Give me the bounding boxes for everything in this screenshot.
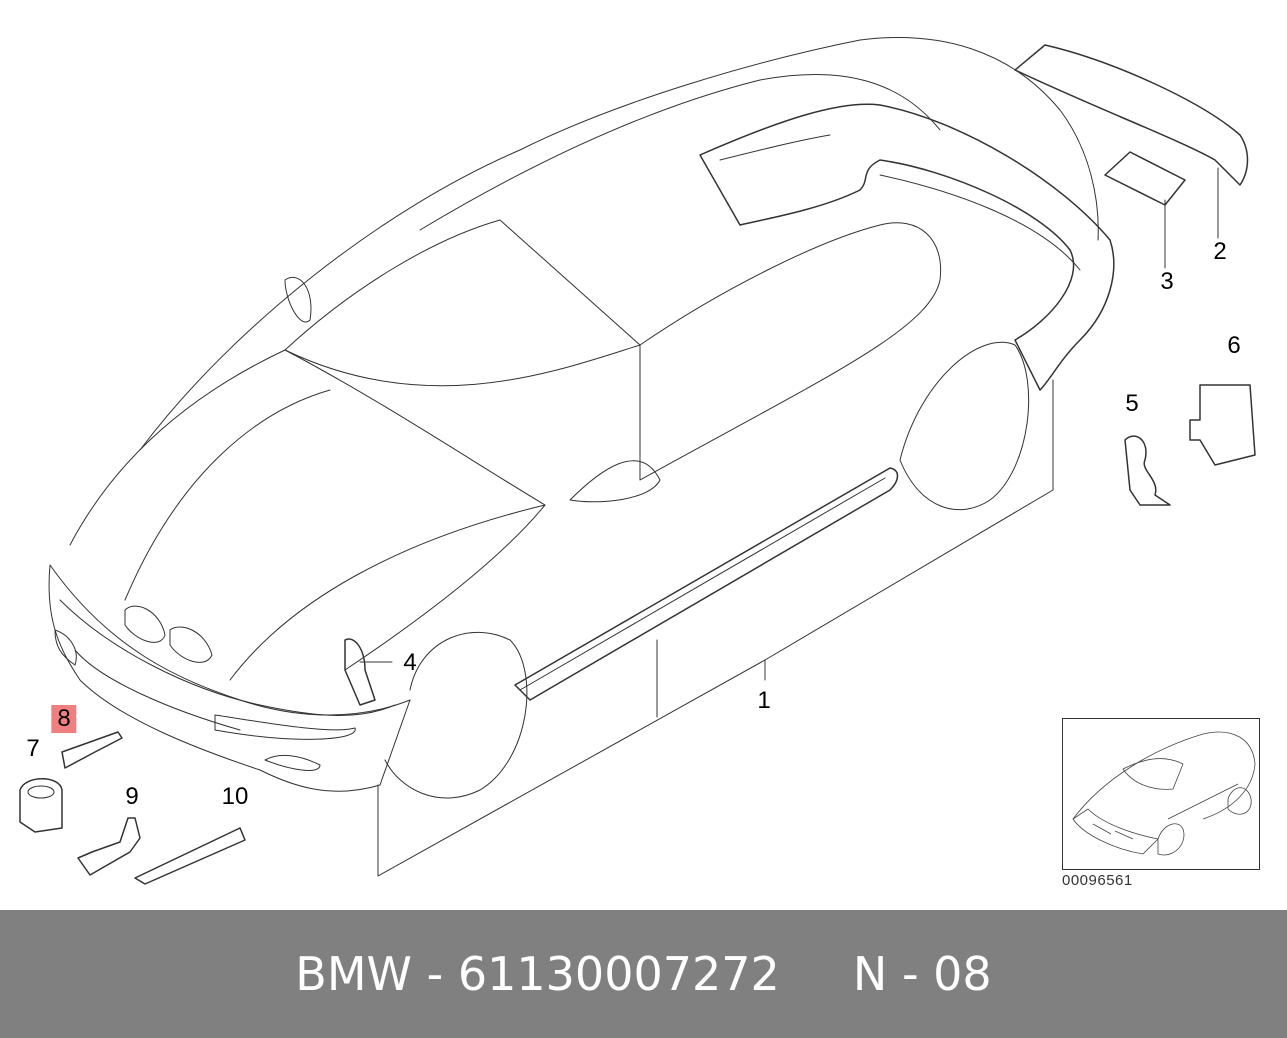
part-9-holder xyxy=(77,817,141,876)
callout-7: 7 xyxy=(26,735,40,762)
callout-10: 10 xyxy=(221,783,249,810)
car-line-drawing xyxy=(19,37,1256,885)
front-wheel-arch xyxy=(384,631,528,799)
overview-thumbnail xyxy=(1062,718,1260,870)
part-10-hose xyxy=(134,827,246,885)
part-3-bracket xyxy=(1104,151,1186,206)
side-skirt xyxy=(514,467,899,701)
leader-line-1 xyxy=(377,659,766,877)
part-6-sensor xyxy=(1189,384,1256,466)
callout-2: 2 xyxy=(1213,238,1227,265)
part-2-rear-diffuser xyxy=(1014,44,1249,186)
callout-6: 6 xyxy=(1227,332,1241,359)
callout-9: 9 xyxy=(125,783,139,810)
footer-bar: BMW - 61130007272 N - 08 xyxy=(0,910,1287,1038)
callout-4: 4 xyxy=(403,649,417,676)
car-door-line xyxy=(569,460,661,503)
callout-1: 1 xyxy=(757,687,771,714)
part-4-clip xyxy=(344,638,376,706)
part-8-clip xyxy=(61,731,123,769)
car-windshield xyxy=(284,219,641,387)
callout-5: 5 xyxy=(1125,390,1139,417)
car-hood-crease xyxy=(229,504,546,681)
part-7-cup xyxy=(19,778,63,833)
front-bumper xyxy=(48,564,411,792)
car-mirror xyxy=(284,277,312,323)
rear-wheel-arch xyxy=(899,341,1030,511)
rear-bumper xyxy=(699,103,1115,391)
thumbnail-car-drawing xyxy=(1072,731,1256,856)
car-roof-outline xyxy=(139,37,1099,451)
car-side-window xyxy=(639,222,942,481)
parts-diagram: 1 2 3 4 5 6 7 8 9 10 00096561 xyxy=(19,37,1260,889)
car-hood xyxy=(69,349,546,671)
part-number-caption: BMW - 61130007272 N - 08 xyxy=(295,947,992,1001)
part-5-bracket xyxy=(1124,435,1171,506)
front-grille xyxy=(124,605,166,643)
diagram-reference-number: 00096561 xyxy=(1062,872,1133,889)
car-hood-line xyxy=(124,389,331,601)
callout-8-highlighted[interactable]: 8 xyxy=(51,705,77,733)
car-roofline xyxy=(419,73,941,231)
callout-3: 3 xyxy=(1160,268,1174,295)
